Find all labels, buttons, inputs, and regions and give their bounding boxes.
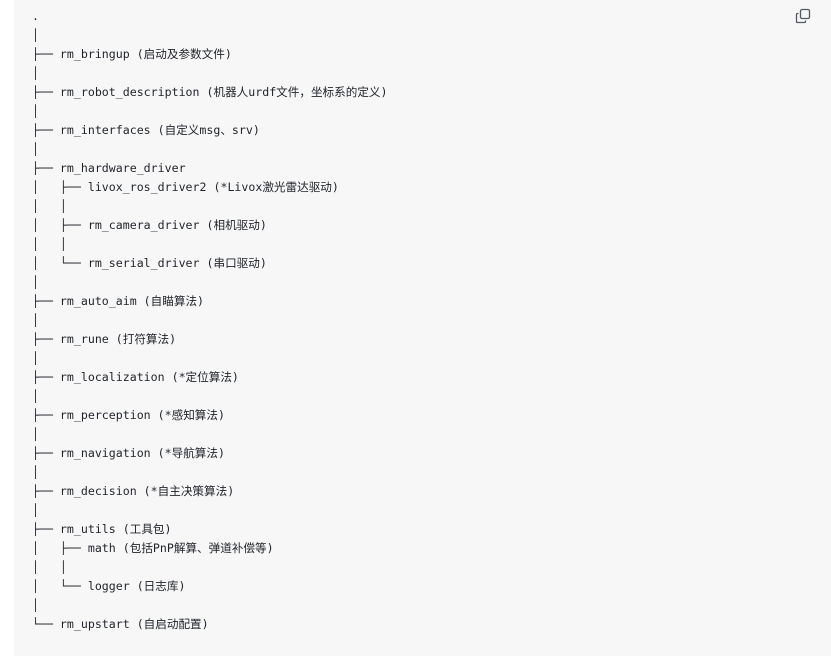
tree-item-rm-decision: ├── rm_decision (*自主决策算法) — [32, 484, 235, 498]
tree-connector: │ — [32, 427, 39, 441]
tree-root: . — [32, 9, 39, 23]
tree-item-rm-localization: ├── rm_localization (*定位算法) — [32, 370, 239, 384]
tree-connector: │ │ — [32, 199, 67, 213]
code-block: . │ ├── rm_bringup (启动及参数文件) │ ├── rm_ro… — [14, 0, 831, 656]
tree-item-rm-rune: ├── rm_rune (打符算法) — [32, 332, 177, 346]
directory-tree: . │ ├── rm_bringup (启动及参数文件) │ ├── rm_ro… — [32, 7, 388, 634]
tree-connector: │ — [32, 28, 39, 42]
copy-icon — [795, 8, 811, 24]
tree-connector: │ — [32, 313, 39, 327]
tree-connector: │ — [32, 66, 39, 80]
tree-item-rm-perception: ├── rm_perception (*感知算法) — [32, 408, 225, 422]
tree-connector: │ — [32, 503, 39, 517]
tree-connector: │ │ — [32, 237, 67, 251]
tree-connector: │ │ — [32, 560, 67, 574]
tree-item-rm-upstart: └── rm_upstart (自启动配置) — [32, 617, 209, 631]
tree-connector: │ — [32, 275, 39, 289]
tree-connector: │ — [32, 142, 39, 156]
tree-connector: │ — [32, 104, 39, 118]
tree-item-rm-navigation: ├── rm_navigation (*导航算法) — [32, 446, 225, 460]
tree-item-rm-hardware-driver: ├── rm_hardware_driver — [32, 161, 186, 175]
tree-item-livox-ros-driver2: │ ├── livox_ros_driver2 (*Livox激光雷达驱动) — [32, 180, 339, 194]
tree-item-rm-auto-aim: ├── rm_auto_aim (自瞄算法) — [32, 294, 205, 308]
tree-connector: │ — [32, 465, 39, 479]
tree-item-rm-bringup: ├── rm_bringup (启动及参数文件) — [32, 47, 232, 61]
tree-item-rm-robot-description: ├── rm_robot_description (机器人urdf文件，坐标系的… — [32, 85, 388, 99]
tree-item-logger: │ └── logger (日志库) — [32, 579, 186, 593]
copy-button[interactable] — [791, 4, 815, 28]
tree-item-math: │ ├── math (包括PnP解算、弹道补偿等) — [32, 541, 274, 555]
tree-item-rm-utils: ├── rm_utils (工具包) — [32, 522, 172, 536]
tree-item-rm-interfaces: ├── rm_interfaces (自定义msg、srv) — [32, 123, 260, 137]
tree-item-rm-camera-driver: │ ├── rm_camera_driver (相机驱动) — [32, 218, 267, 232]
tree-item-rm-serial-driver: │ └── rm_serial_driver (串口驱动) — [32, 256, 267, 270]
tree-connector: │ — [32, 351, 39, 365]
tree-connector: │ — [32, 598, 39, 612]
tree-connector: │ — [32, 389, 39, 403]
